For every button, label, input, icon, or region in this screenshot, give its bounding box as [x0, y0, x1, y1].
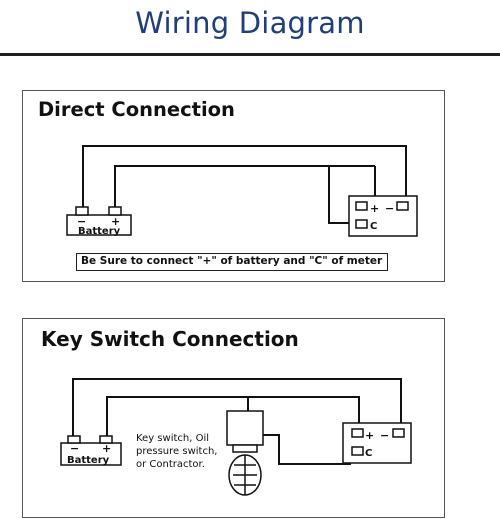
meter [342, 422, 412, 464]
battery-positive-sign: + [102, 442, 111, 455]
battery-label: Battery [67, 455, 110, 466]
battery-positive-terminal [108, 206, 122, 216]
direct-connection-heading: Direct Connection [38, 98, 235, 121]
title-divider [0, 53, 500, 56]
key-switch-connection-panel: Key Switch Connection − + Battery Key sw… [22, 318, 445, 518]
meter-c-terminal [355, 219, 368, 229]
key-switch-schematic: − + Battery Key switch, Oil pressure swi… [60, 378, 412, 496]
meter [348, 195, 418, 237]
switch-body [226, 410, 264, 446]
battery-negative-sign: − [77, 215, 86, 228]
battery-positive-sign: + [111, 215, 120, 228]
connection-warning: Be Sure to connect "+" of battery and "C… [76, 253, 388, 271]
meter-positive-sign: + [370, 202, 379, 215]
meter-positive-terminal [351, 428, 364, 438]
battery-negative-sign: − [70, 442, 79, 455]
meter-negative-sign: − [380, 429, 389, 442]
battery [60, 435, 122, 466]
switch-note-line-1: Key switch, Oil [136, 433, 209, 444]
meter-c-label: C [370, 221, 377, 232]
battery [66, 206, 132, 236]
switch-note-line-3: or Contractor. [136, 459, 205, 470]
battery-negative-terminal [67, 435, 81, 444]
battery-positive-terminal [99, 435, 113, 444]
wire-meter-jumper [248, 396, 360, 429]
meter-negative-sign: − [385, 202, 394, 215]
switch-note-line-2: pressure switch, [136, 446, 217, 457]
meter-c-label: C [365, 448, 372, 459]
switch-cap [232, 444, 258, 453]
page-title: Wiring Diagram [135, 6, 365, 40]
key-switch-icon [226, 410, 264, 496]
battery-negative-terminal [75, 206, 89, 216]
meter-negative-terminal [392, 428, 405, 438]
key-switch-connection-heading: Key Switch Connection [41, 327, 299, 351]
direct-connection-panel: Direct Connection − + Battery + − C Be S… [22, 90, 445, 282]
meter-positive-sign: + [365, 429, 374, 442]
direct-connection-schematic: − + Battery + − C [66, 145, 418, 237]
meter-c-terminal [351, 446, 364, 456]
wire-switch-to-meter-c [263, 434, 351, 465]
wire-battery-negative [72, 378, 402, 437]
battery-label: Battery [78, 226, 121, 237]
battery-body [66, 214, 132, 236]
wire-battery-positive [114, 165, 355, 224]
wire-battery-negative [82, 145, 407, 209]
wire-battery-positive [106, 396, 249, 437]
battery-body [60, 442, 122, 466]
meter-positive-terminal [355, 201, 368, 211]
meter-negative-terminal [396, 201, 409, 211]
